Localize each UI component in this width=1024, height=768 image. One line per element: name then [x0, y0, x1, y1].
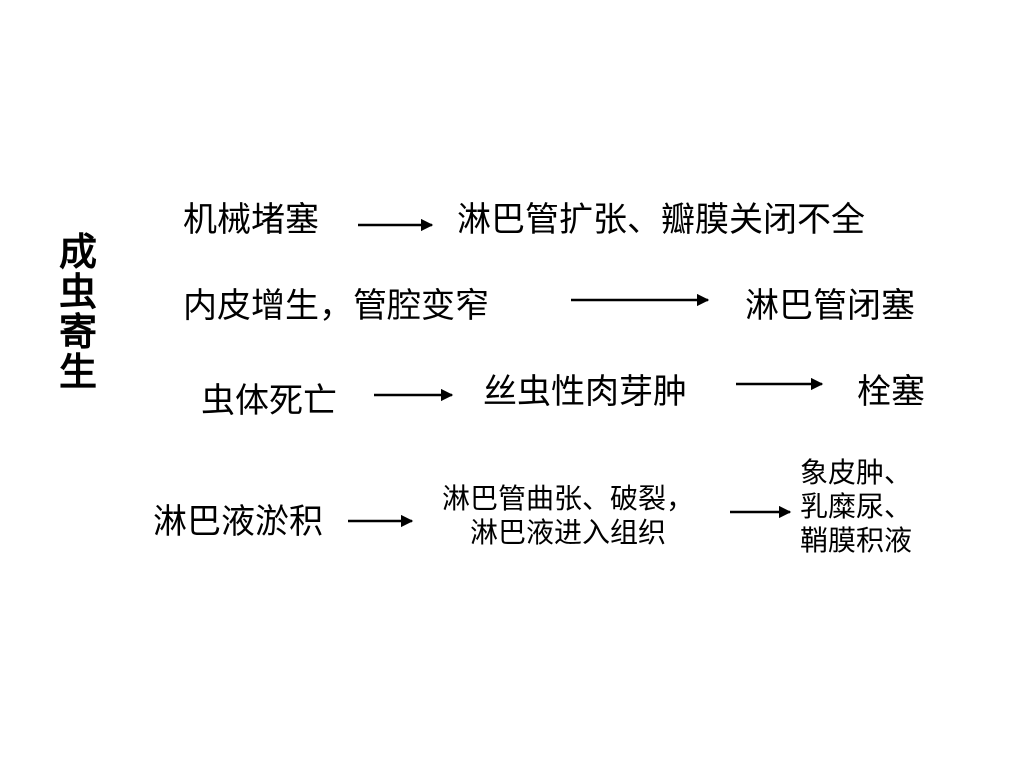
- result-filarial-granuloma: 丝虫性肉芽肿: [483, 372, 687, 412]
- title-char: 生: [58, 350, 97, 394]
- text-line: 乳糜尿、: [800, 490, 913, 523]
- cause-worm-death: 虫体死亡: [201, 381, 337, 421]
- cause-endothelial-hyperplasia: 内皮增生，管腔变窄: [183, 286, 489, 326]
- text-line: 淋巴液进入组织: [469, 516, 666, 549]
- title-char: 成: [58, 230, 97, 274]
- result-lymph-dilation: 淋巴管扩张、瓣膜关闭不全: [457, 200, 865, 240]
- result-elephantiasis: 象皮肿、 乳糜尿、 鞘膜积液: [800, 456, 946, 558]
- result-embolism: 栓塞: [857, 372, 925, 412]
- text-line: 淋巴管曲张、破裂，: [441, 482, 694, 515]
- text-line: 鞘膜积液: [800, 524, 913, 557]
- vertical-title: 成 虫 寄 生: [56, 232, 100, 392]
- cause-mechanical-blockage: 机械堵塞: [183, 200, 319, 240]
- text-line: 象皮肿、: [800, 456, 913, 489]
- title-char: 寄: [58, 310, 97, 354]
- result-lymph-occlusion: 淋巴管闭塞: [745, 286, 915, 326]
- cause-lymph-stasis: 淋巴液淤积: [153, 502, 323, 542]
- result-varicose-rupture: 淋巴管曲张、破裂， 淋巴液进入组织: [418, 482, 718, 550]
- title-char: 虫: [58, 270, 97, 314]
